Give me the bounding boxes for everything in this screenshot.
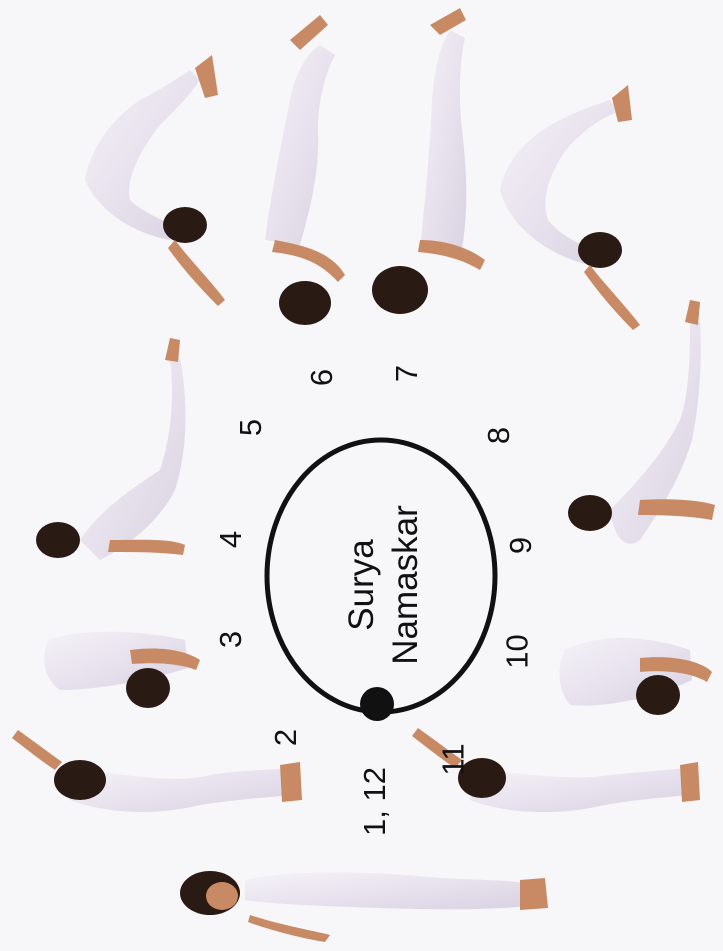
step-label-8: 8 bbox=[483, 427, 514, 444]
title-line-1: Surya bbox=[340, 505, 384, 664]
pose-6-figure bbox=[265, 15, 345, 325]
diagram-title: Surya Namaskar bbox=[340, 505, 428, 664]
cycle-start-dot bbox=[360, 687, 394, 721]
pose-8-figure bbox=[500, 85, 640, 330]
step-label-5: 5 bbox=[235, 419, 266, 436]
pose-3-figure bbox=[44, 632, 200, 708]
step-label-2: 2 bbox=[270, 729, 301, 746]
pose-1-12-figure bbox=[180, 871, 548, 942]
pose-2-figure bbox=[12, 730, 302, 812]
pose-5-figure bbox=[85, 55, 225, 306]
step-label-9: 9 bbox=[505, 537, 536, 554]
step-label-7: 7 bbox=[391, 365, 422, 382]
title-line-2: Namaskar bbox=[384, 505, 428, 664]
step-label-4: 4 bbox=[215, 531, 246, 548]
step-label-6: 6 bbox=[306, 369, 337, 386]
step-label-3: 3 bbox=[215, 631, 246, 648]
step-label-11: 11 bbox=[438, 743, 469, 775]
pose-9-figure bbox=[568, 300, 715, 544]
pose-10-figure bbox=[559, 638, 712, 715]
pose-7-figure bbox=[372, 8, 485, 314]
step-label-1-12: 1, 12 bbox=[359, 767, 390, 836]
pose-4-figure bbox=[36, 338, 185, 560]
step-label-10: 10 bbox=[502, 634, 533, 668]
